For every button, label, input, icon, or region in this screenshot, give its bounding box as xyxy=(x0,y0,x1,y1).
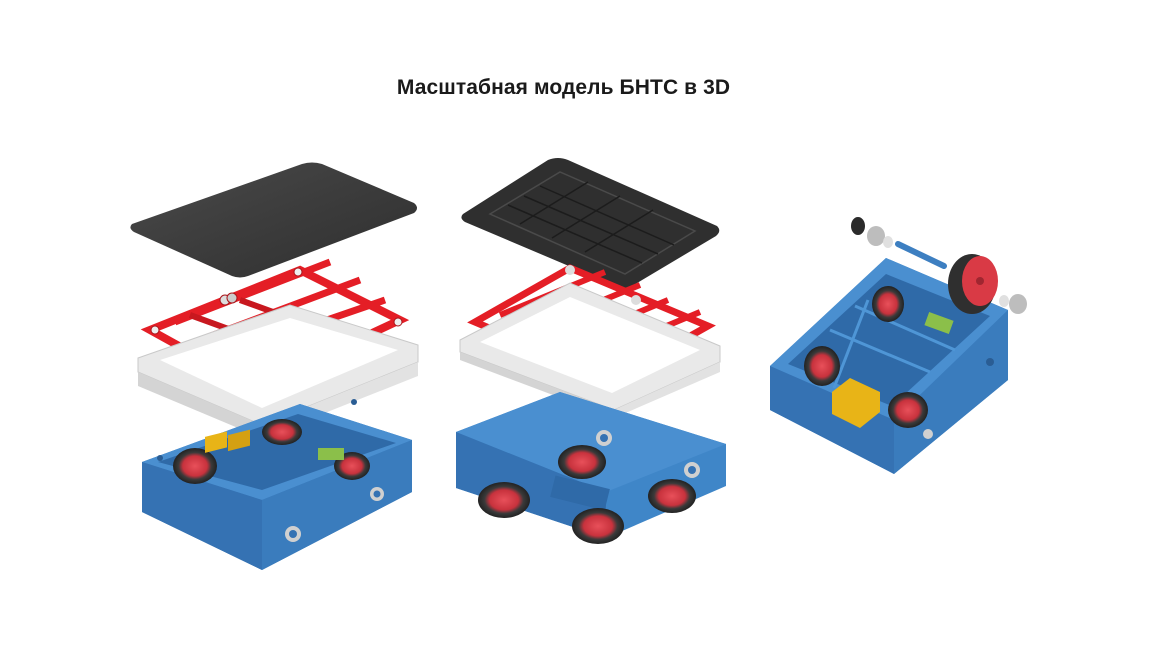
open-chassis-view xyxy=(770,217,1027,474)
plate-grid xyxy=(488,171,697,275)
control-board xyxy=(924,311,954,335)
grid-plate xyxy=(461,158,720,288)
wheel-hardware xyxy=(851,217,1027,314)
chassis-bottom xyxy=(456,392,726,544)
battery-pack xyxy=(832,378,880,428)
top-plate xyxy=(130,162,417,278)
external-wheel xyxy=(948,254,998,314)
internal-walls xyxy=(829,299,956,389)
page-title: Масштабная модель БНТС в 3D xyxy=(396,76,731,99)
exploded-bottom-view xyxy=(456,158,726,544)
chassis-open xyxy=(142,399,412,570)
exploded-top-view xyxy=(130,162,419,570)
white-frame-2 xyxy=(459,282,721,418)
white-frame xyxy=(137,304,419,438)
